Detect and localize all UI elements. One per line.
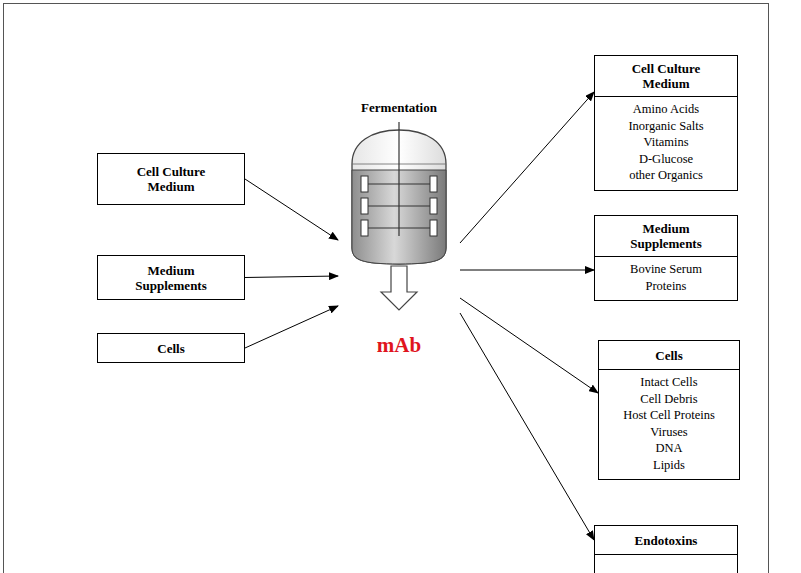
list-item: Viruses [603,424,735,441]
list-item: D-Glucose [599,151,733,168]
input-box: Cell Culture Medium [97,153,245,205]
fermenter-vessel [338,98,460,315]
product-label: mAb [377,333,421,357]
table-head: Endotoxins [595,526,737,555]
table-head: Medium Supplements [595,216,737,257]
list-item: Lipids [603,457,735,474]
box-title: Cell Culture Medium [125,164,217,194]
table-title: Cell Culture Medium [620,61,712,91]
list-item: Vitamins [599,134,733,151]
table-body: Intact CellsCell DebrisHost Cell Protein… [599,370,739,479]
list-item: other Organics [599,167,733,184]
input-box: Cells [97,333,245,363]
frame-border [4,4,769,573]
list-item: Cell Debris [603,391,735,408]
table-body: Bovine SerumProteins [595,257,737,300]
hollow-arrow [381,266,417,310]
input-box: Medium Supplements [97,255,245,300]
component-table: Medium SupplementsBovine SerumProteins [594,215,738,301]
vessel-title: Fermentation [338,100,460,115]
flow-arrow [460,270,594,271]
box-title: Cells [157,341,184,356]
list-item: DNA [603,440,735,457]
component-table: CellsIntact CellsCell DebrisHost Cell Pr… [598,340,740,480]
flow-arrow [245,276,338,278]
table-title: Endotoxins [635,533,698,548]
flow-arrow [245,179,338,240]
list-item: Proteins [599,278,733,295]
flow-arrow [460,92,594,243]
flow-arrow [460,313,594,540]
flow-arrow [460,298,598,393]
table-body: Amino AcidsInorganic SaltsVitaminsD-Gluc… [595,97,737,190]
table-title: Cells [655,348,682,363]
list-item: Intact Cells [603,374,735,391]
list-item: Inorganic Salts [599,118,733,135]
list-item: Amino Acids [599,101,733,118]
flow-arrow [245,306,338,348]
table-title: Medium Supplements [620,221,712,251]
list-item: Host Cell Proteins [603,407,735,424]
table-head: Cells [599,341,739,370]
table-head: Cell Culture Medium [595,56,737,97]
component-table: Endotoxins [594,525,738,573]
fermenter: Fermentation [338,98,460,315]
box-title: Medium Supplements [125,263,217,293]
list-item: Bovine Serum [599,261,733,278]
component-table: Cell Culture MediumAmino AcidsInorganic … [594,55,738,191]
